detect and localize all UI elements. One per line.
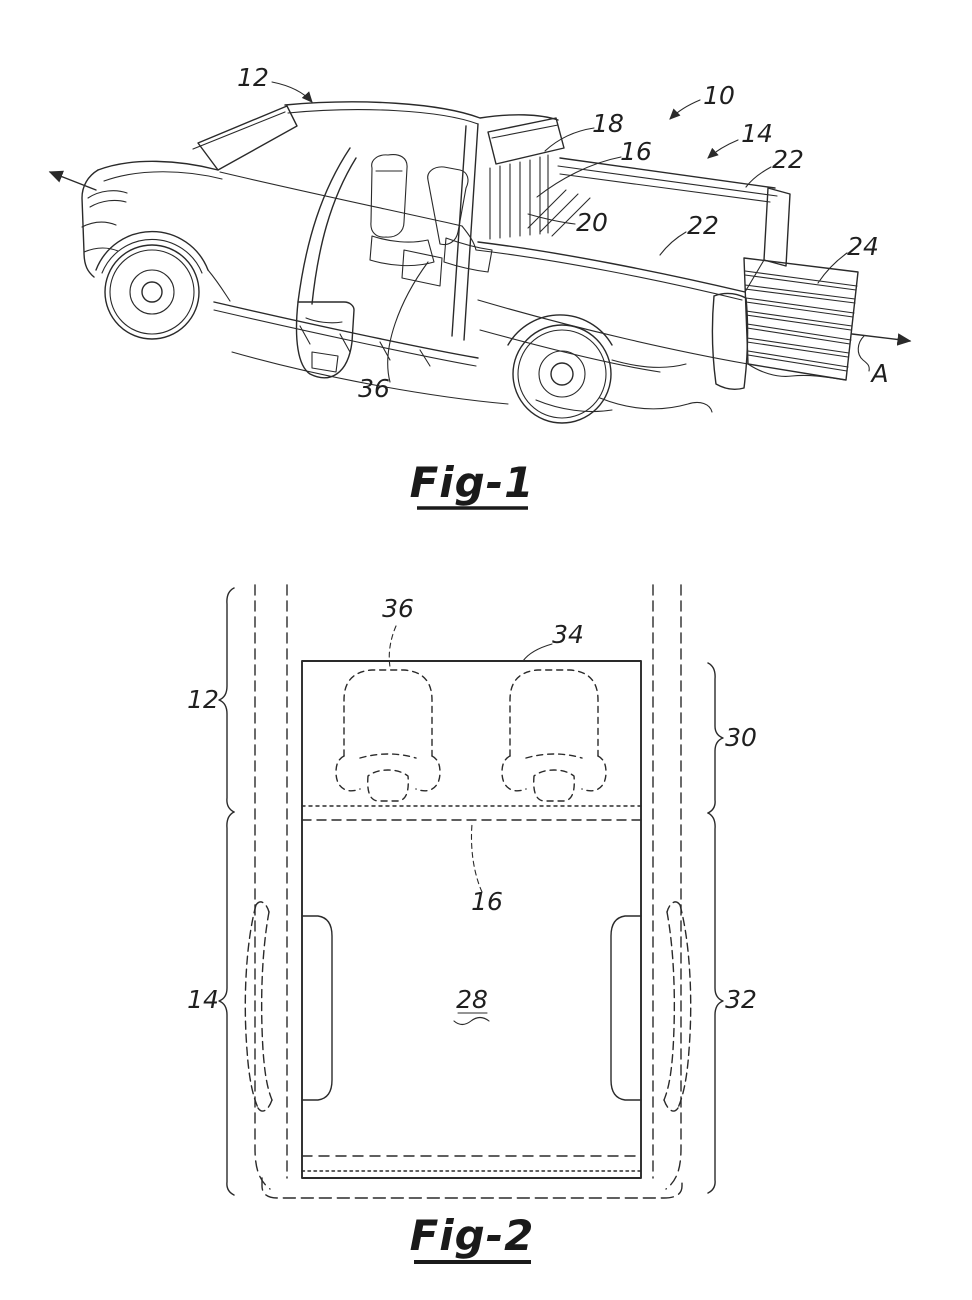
ref-numeral-22-side-rail: 22 <box>687 211 719 240</box>
right-wheels <box>663 901 692 1112</box>
ref-numeral-16-fig2: 16 <box>471 887 503 916</box>
front-direction-arrow <box>48 170 97 191</box>
interior-platform <box>301 660 642 1179</box>
ref-numeral-20: 20 <box>576 208 608 237</box>
ref-numeral-12-fig2: 12 <box>187 685 219 714</box>
fig2-leader-lines <box>388 625 553 893</box>
fig1-leader-lines <box>271 81 848 383</box>
fig2-caption: Fig-2 <box>410 1211 535 1260</box>
front-wheel <box>95 230 231 340</box>
seat-left <box>335 669 441 802</box>
fig1-caption: Fig-1 <box>410 458 535 507</box>
ref-numeral-22-rear-rail: 22 <box>772 145 804 174</box>
ref-numeral-16: 16 <box>620 137 652 166</box>
ref-numeral-12: 12 <box>237 63 269 92</box>
ref-numeral-36-fig1: 36 <box>358 374 390 403</box>
vehicle-outline-dashed <box>254 584 682 1190</box>
ref-numeral-28: 28 <box>456 985 488 1014</box>
section-arrow-a <box>851 333 912 372</box>
ref-numeral-24: 24 <box>847 232 879 261</box>
cab-bed-divider <box>301 805 642 821</box>
rear-bumper <box>261 1177 683 1199</box>
ref-28-underline <box>453 1012 490 1026</box>
tailgate-lines <box>301 1155 642 1172</box>
ref-numeral-14: 14 <box>741 119 773 148</box>
ref-numeral-14-fig2: 14 <box>187 985 219 1014</box>
ref-numeral-10: 10 <box>703 81 735 110</box>
seat-right <box>501 669 607 802</box>
wheel-well-right <box>610 915 642 1101</box>
fig1-drawing: 12 10 14 18 16 22 20 22 24 36 A Fig-1 <box>48 63 912 510</box>
dimension-braces <box>218 587 724 1196</box>
ref-numeral-34: 34 <box>552 620 584 649</box>
section-arrow-label-a: A <box>869 359 888 388</box>
interior-seats <box>369 154 493 287</box>
rear-cab-window <box>487 117 565 240</box>
wheel-well-left <box>301 915 333 1101</box>
cargo-bed <box>475 157 791 391</box>
rocker-step <box>213 301 509 405</box>
ref-numeral-30: 30 <box>725 723 757 752</box>
ref-numeral-18: 18 <box>592 109 624 138</box>
ref-numeral-36-fig2: 36 <box>382 594 414 623</box>
rear-wheel <box>507 314 713 424</box>
left-wheels <box>244 901 273 1112</box>
fig2-drawing: 36 34 12 30 14 32 16 28 Fig-2 <box>187 584 757 1264</box>
bed-ramp-extension <box>743 257 859 381</box>
open-door <box>295 147 357 379</box>
b-pillar <box>451 123 479 341</box>
ref-numeral-32: 32 <box>725 985 757 1014</box>
